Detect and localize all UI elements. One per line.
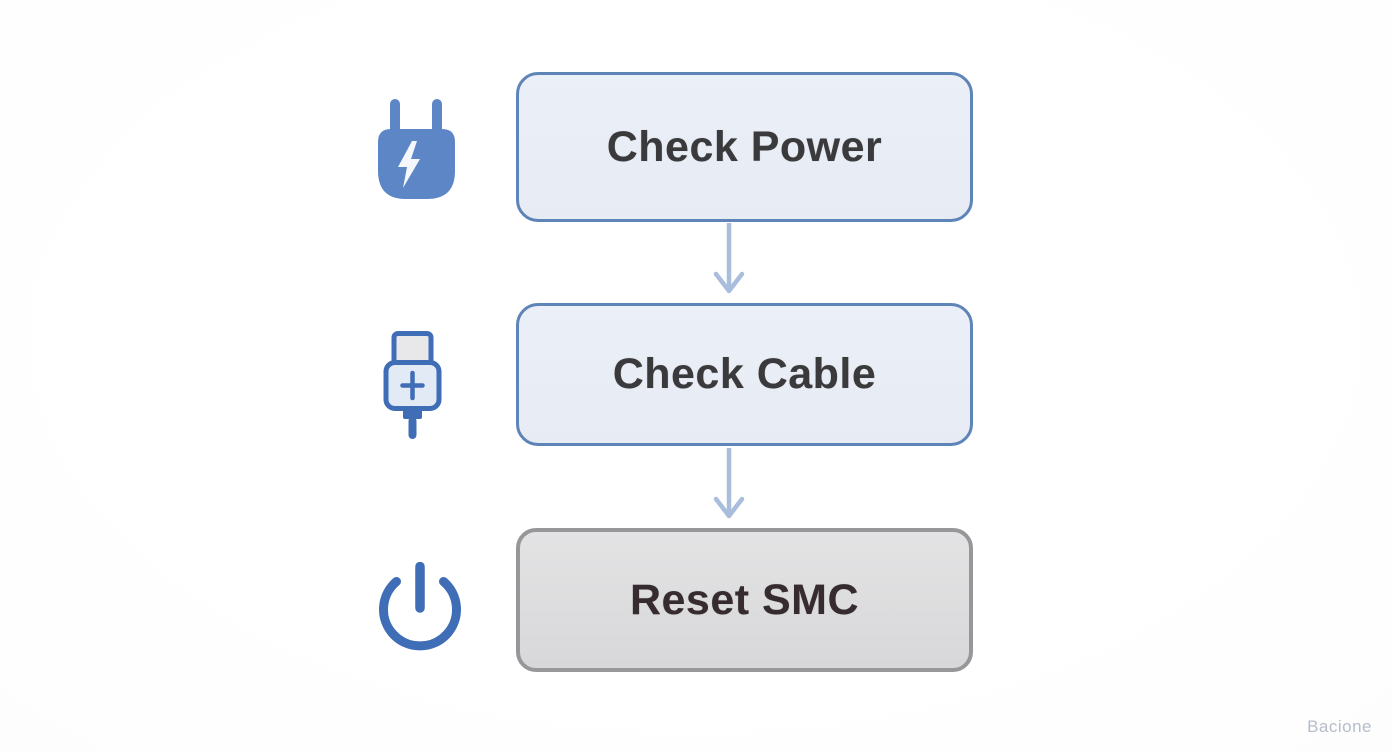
node-label-check-power: Check Power [606,122,883,171]
power-plug-icon [378,99,455,200]
node-label-reset-smc: Reset SMC [629,575,860,624]
flow-node-check-power: Check Power [516,72,973,222]
down-arrow-icon [713,448,745,519]
watermark-text: Bacione [1307,717,1372,736]
flow-node-check-cable: Check Cable [516,303,973,446]
down-arrow-icon [713,223,745,294]
flow-node-reset-smc: Reset SMC [516,528,973,672]
power-button-icon [374,561,466,653]
node-label-check-cable: Check Cable [612,350,877,398]
usb-cable-icon [383,331,442,440]
